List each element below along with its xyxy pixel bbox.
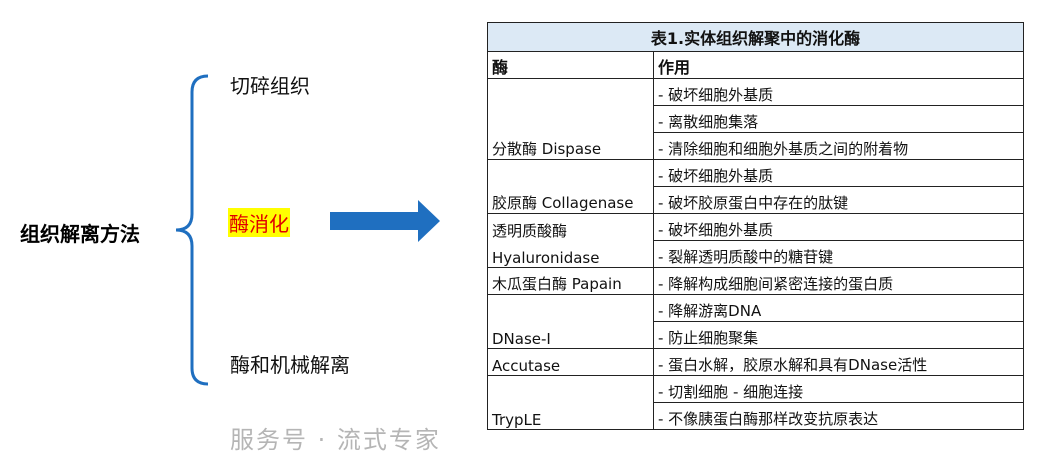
effect: - 降解游离DNA: [653, 294, 1024, 322]
table-row: - 防止细胞聚集: [488, 321, 1024, 349]
enzyme-table: 表1.实体组织解聚中的消化酶 酶 作用 分散酶 Dispase- 破坏细胞外基质…: [487, 22, 1024, 430]
effect: - 蛋白水解，胶原水解和具有DNase活性: [653, 348, 1024, 376]
table-row: DNase-I- 降解游离DNA: [487, 294, 1024, 349]
effect: - 破坏细胞外基质: [653, 78, 1024, 106]
header-effect: 作用: [653, 51, 1024, 79]
root-label: 组织解离方法: [20, 222, 140, 246]
table-row: 木瓜蛋白酶 Papain- 降解构成细胞间紧密连接的蛋白质: [487, 267, 1024, 295]
effect: - 清除细胞和细胞外基质之间的附着物: [653, 132, 1024, 160]
enzyme-name: Accutase: [487, 348, 654, 376]
enzyme-name: Hyaluronidase: [487, 240, 654, 268]
effect: - 切割细胞 - 细胞连接: [653, 375, 1024, 403]
effect: - 破坏细胞外基质: [653, 213, 1024, 241]
watermark: 服务号 · 流式专家: [230, 426, 441, 454]
table-row: - 不像胰蛋白酶那样改变抗原表达: [488, 402, 1024, 430]
effect: - 离散细胞集落: [653, 105, 1024, 133]
table-row: 透明质酸酶- 破坏细胞外基质: [487, 213, 1024, 241]
table-row: 分散酶 Dispase- 破坏细胞外基质: [487, 78, 1024, 160]
enzyme-name: 木瓜蛋白酶 Papain: [487, 267, 654, 295]
effect: - 破坏胶原蛋白中存在的肽键: [653, 186, 1024, 214]
effect: - 防止细胞聚集: [653, 321, 1024, 349]
branch-mincing: 切碎组织: [230, 74, 310, 98]
table-row: Hyaluronidase- 裂解透明质酸中的糖苷键: [487, 240, 1024, 268]
enzyme-name: TrypLE: [487, 375, 654, 430]
table-row: 胶原酶 Collagenase- 破坏细胞外基质: [487, 159, 1024, 214]
enzyme-name: 透明质酸酶: [487, 213, 654, 241]
table-row: TrypLE- 切割细胞 - 细胞连接: [487, 375, 1024, 430]
table-title: 表1.实体组织解聚中的消化酶: [487, 22, 1024, 52]
table-row: Accutase- 蛋白水解，胶原水解和具有DNase活性: [487, 348, 1024, 376]
enzyme-name: DNase-I: [487, 294, 654, 349]
effect: - 不像胰蛋白酶那样改变抗原表达: [653, 402, 1024, 430]
enzyme-name: 分散酶 Dispase: [487, 78, 654, 160]
arrow-right-icon: [330, 200, 440, 242]
effect: - 裂解透明质酸中的糖苷键: [653, 240, 1024, 268]
header-enzyme: 酶: [487, 51, 654, 79]
effect: - 破坏细胞外基质: [653, 159, 1024, 187]
brace-icon: [175, 74, 209, 386]
table-row: - 清除细胞和细胞外基质之间的附着物: [488, 132, 1024, 160]
branch-enzyme-mechanical: 酶和机械解离: [230, 353, 350, 377]
effect: - 降解构成细胞间紧密连接的蛋白质: [653, 267, 1024, 295]
table-row: - 离散细胞集落: [488, 105, 1024, 133]
enzyme-name: 胶原酶 Collagenase: [487, 159, 654, 214]
branch-enzyme-digestion: 酶消化: [228, 208, 290, 237]
